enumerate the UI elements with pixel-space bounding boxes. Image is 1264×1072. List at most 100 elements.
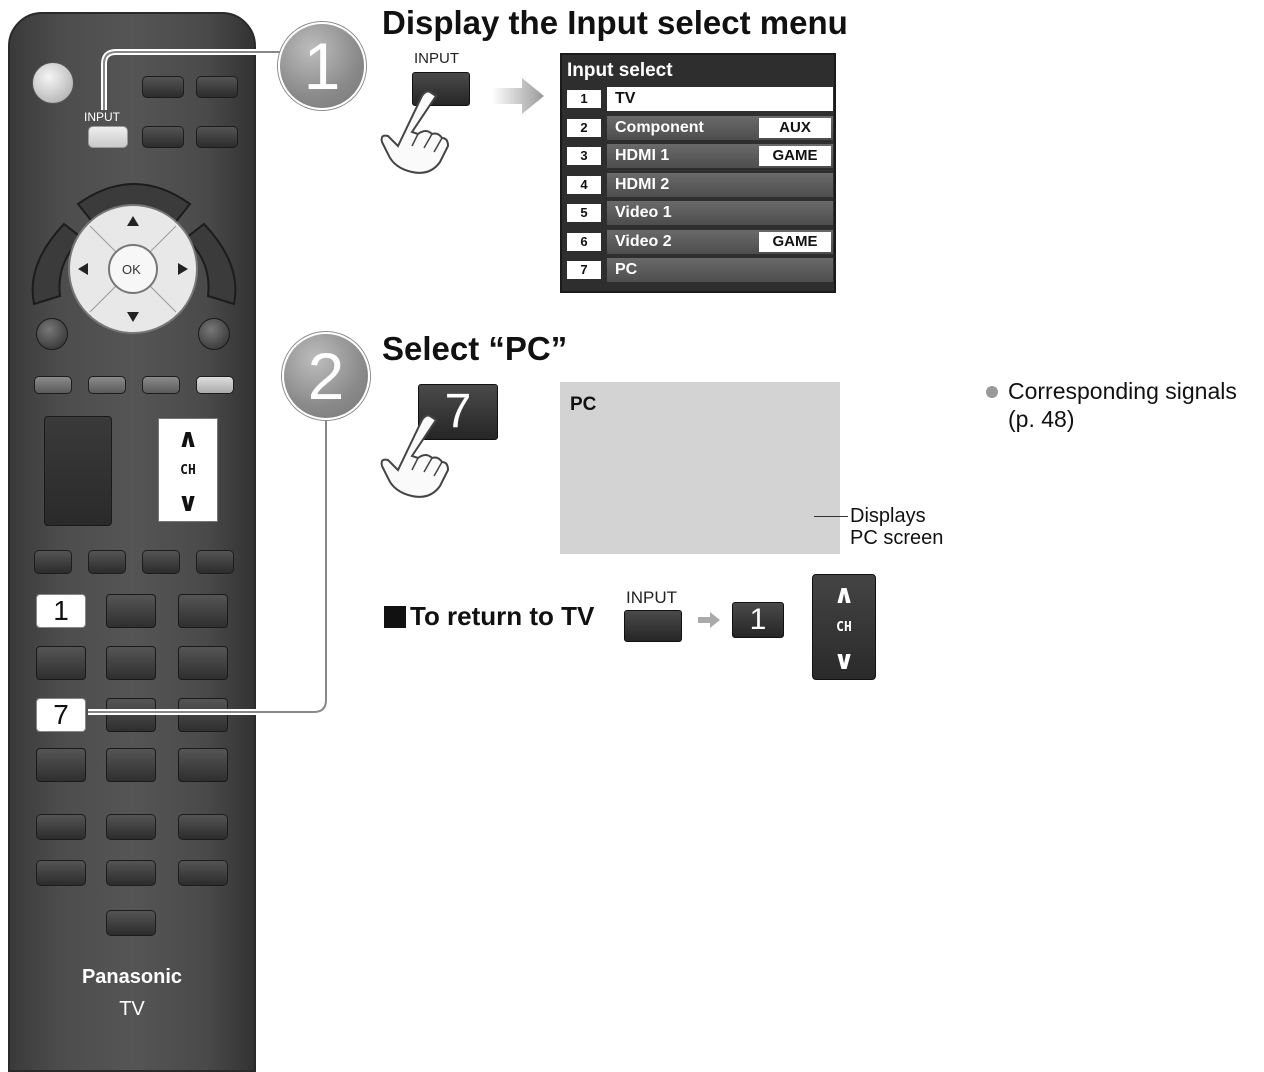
color-button[interactable] — [34, 376, 72, 394]
input-select-title: Input select — [567, 60, 673, 81]
arrow-right-icon — [492, 78, 544, 114]
input-option-tag: GAME — [759, 231, 831, 252]
remote-button[interactable] — [178, 814, 228, 840]
remote-button[interactable] — [142, 126, 184, 148]
remote-button[interactable] — [88, 550, 126, 574]
color-button[interactable] — [142, 376, 180, 394]
return-key-1: 1 — [732, 602, 784, 638]
input-number: 7 — [567, 261, 601, 279]
color-button[interactable] — [196, 376, 234, 394]
return-input-label: INPUT — [626, 588, 677, 607]
input-option-label: TV — [615, 90, 636, 107]
input-option-bar: HDMI 2 — [607, 172, 833, 197]
up-arrow-icon — [127, 216, 139, 226]
input-select-row[interactable]: 1 TV — [567, 87, 833, 111]
input-option-label: Video 2 — [615, 232, 672, 250]
input-option-bar: Component AUX — [607, 115, 833, 140]
return-input-key — [624, 610, 682, 642]
input-select-row[interactable]: 5 Video 1 — [567, 201, 833, 225]
chevron-down-icon: ∨ — [177, 487, 199, 517]
color-button[interactable] — [88, 376, 126, 394]
input-option-bar: Video 2 GAME — [607, 229, 833, 254]
input-option-tag: AUX — [759, 117, 831, 138]
round-button-left[interactable] — [36, 318, 68, 350]
input-number: 6 — [567, 232, 601, 251]
key-3[interactable] — [178, 594, 228, 628]
chevron-down-icon: ∨ — [833, 645, 855, 675]
remote-button[interactable] — [196, 550, 234, 574]
input-option-bar: TV — [607, 87, 833, 111]
channel-rocker[interactable]: ∧ CH ∨ — [158, 418, 218, 522]
input-number: 5 — [567, 204, 601, 222]
input-button[interactable] — [88, 126, 128, 148]
step-2-circle: 2 — [282, 332, 370, 420]
input-select-row[interactable]: 2 Component AUX — [567, 115, 833, 140]
input-option-tag: GAME — [759, 146, 831, 166]
step-2-title: Select “PC” — [382, 330, 568, 367]
ch-label: CH — [180, 462, 196, 478]
key-7[interactable]: 7 — [36, 698, 86, 732]
callout-text-line2: PC screen — [850, 527, 944, 549]
remote-button[interactable] — [36, 814, 86, 840]
key-0[interactable] — [106, 748, 156, 782]
navigation-cluster — [31, 183, 237, 334]
chevron-up-icon: ∧ — [833, 579, 855, 609]
pc-screen-preview: PC — [560, 382, 840, 554]
key-1[interactable]: 1 — [36, 594, 86, 628]
note-line2: (p. 48) — [1008, 406, 1075, 432]
remote-button[interactable] — [142, 550, 180, 574]
ok-button[interactable]: OK — [122, 262, 141, 277]
input-key-label: INPUT — [414, 50, 459, 67]
remote-button[interactable] — [178, 860, 228, 886]
step-1-circle: 1 — [278, 22, 366, 110]
left-arrow-icon — [78, 263, 88, 275]
square-bullet-icon — [384, 606, 406, 628]
round-button-right[interactable] — [198, 318, 230, 350]
input-option-bar: Video 1 — [607, 201, 833, 225]
key-7-large: 7 — [418, 384, 498, 440]
pressing-hand-icon — [380, 414, 450, 498]
input-option-label: Video 1 — [615, 204, 672, 221]
input-select-row[interactable]: 7 PC — [567, 258, 833, 282]
pressing-hand-icon — [380, 90, 450, 174]
input-number: 4 — [567, 175, 601, 194]
volume-rocker[interactable] — [44, 416, 112, 526]
down-arrow-icon — [127, 312, 139, 322]
note-line1: Corresponding signals — [1008, 378, 1237, 404]
ch-label: CH — [836, 619, 852, 635]
remote-button[interactable] — [142, 76, 184, 98]
callout-line — [814, 516, 848, 517]
remote-button[interactable] — [196, 76, 238, 98]
key-5[interactable] — [106, 646, 156, 680]
remote-button[interactable] — [34, 550, 72, 574]
power-button[interactable] — [32, 62, 74, 104]
remote-button[interactable] — [106, 814, 156, 840]
remote-button[interactable] — [36, 860, 86, 886]
remote-button[interactable] — [106, 860, 156, 886]
connector-lines — [88, 49, 329, 715]
input-number: 2 — [567, 118, 601, 137]
arrow-right-icon — [698, 612, 720, 628]
remote-button[interactable] — [178, 748, 228, 782]
step-1-title: Display the Input select menu — [382, 4, 848, 41]
input-select-row[interactable]: 4 HDMI 2 — [567, 172, 833, 197]
key-4[interactable] — [36, 646, 86, 680]
remote-button[interactable] — [106, 910, 156, 936]
remote-button[interactable] — [36, 748, 86, 782]
key-6[interactable] — [178, 646, 228, 680]
return-channel-rocker: ∧ CH ∨ — [812, 574, 876, 680]
input-option-label: Component — [615, 118, 704, 136]
right-arrow-icon — [178, 263, 188, 275]
remote-model-label: TV — [119, 998, 145, 1020]
input-number: 1 — [567, 90, 601, 108]
right-arc-button — [184, 222, 237, 306]
key-2[interactable] — [106, 594, 156, 628]
return-label: To return to TV — [410, 601, 595, 631]
input-option-label: PC — [615, 261, 638, 278]
input-select-row[interactable]: 6 Video 2 GAME — [567, 229, 833, 254]
input-number: 3 — [567, 147, 601, 165]
remote-button[interactable] — [196, 126, 238, 148]
